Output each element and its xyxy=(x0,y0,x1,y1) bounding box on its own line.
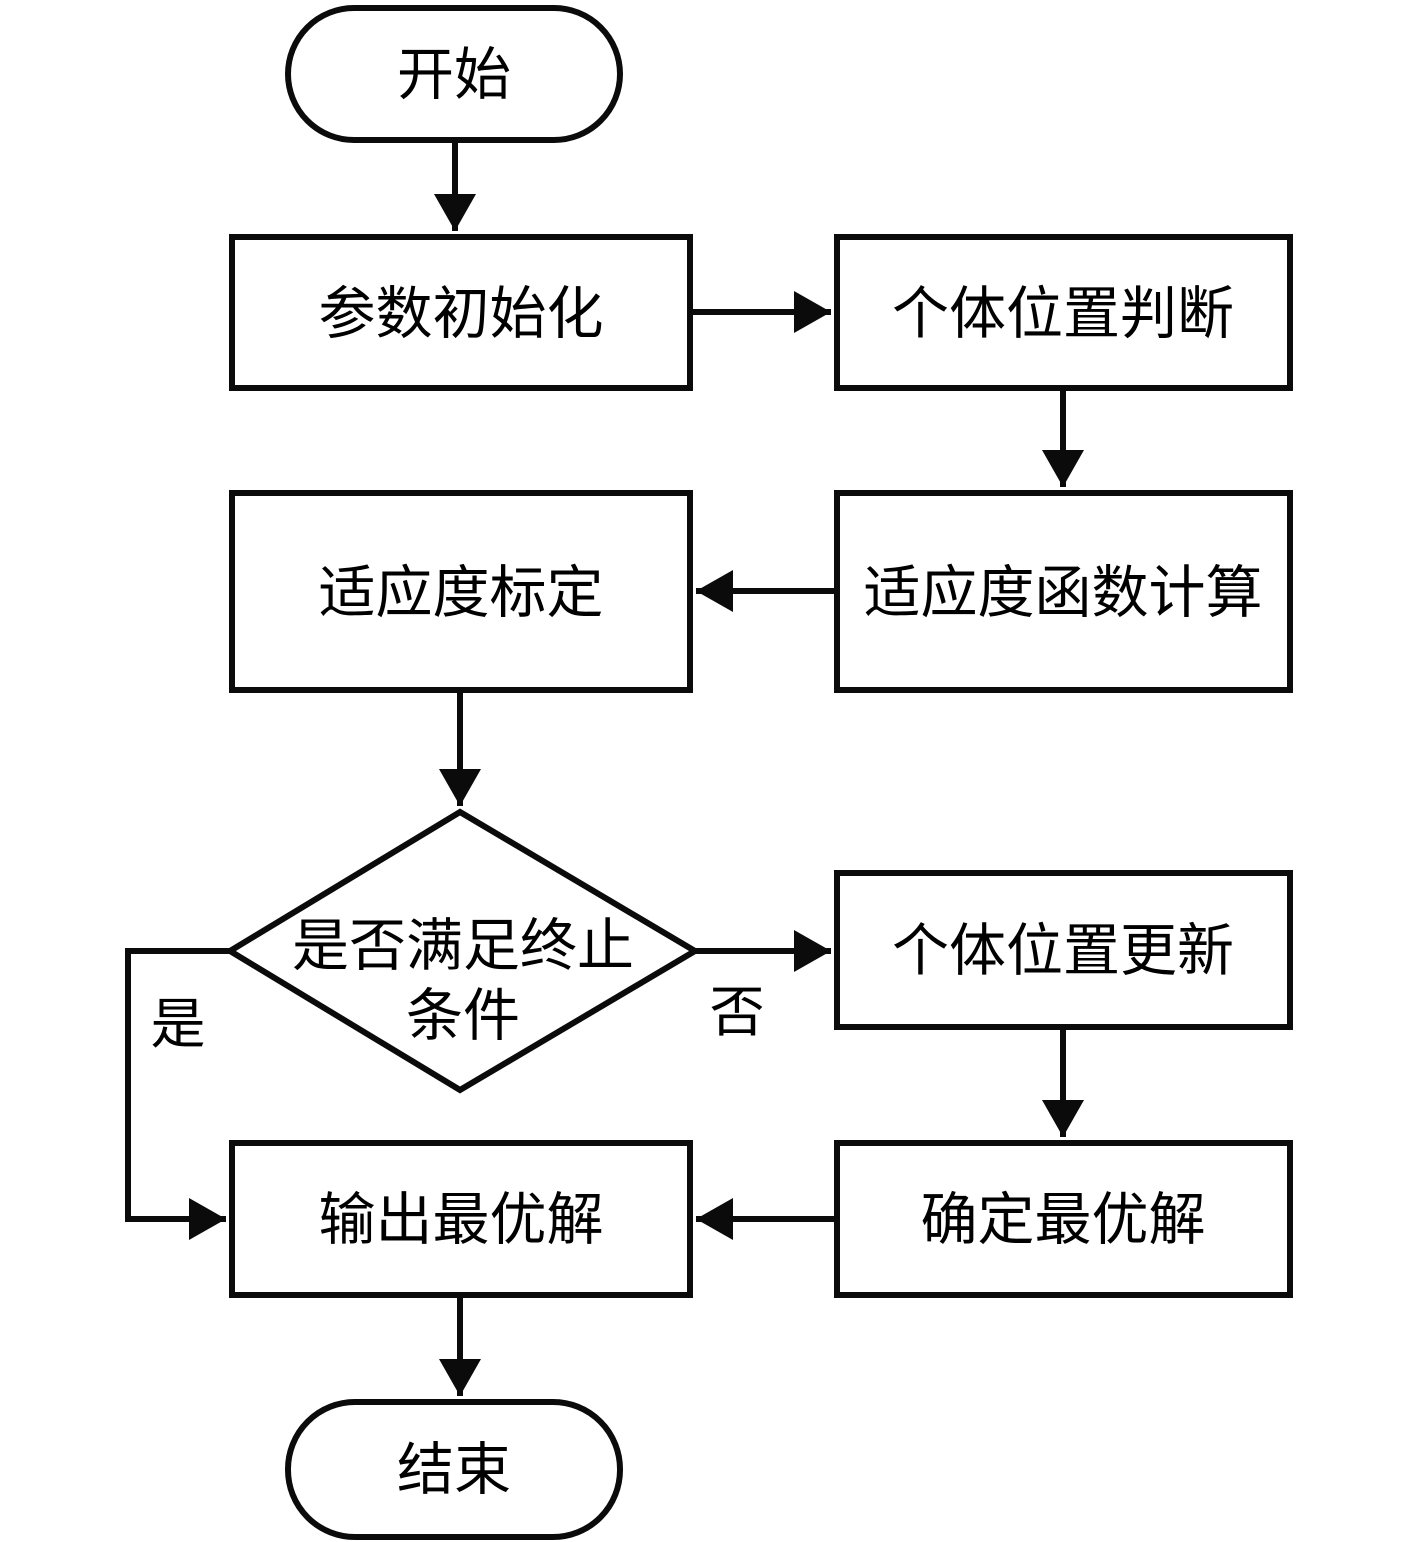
end-terminator-shape xyxy=(285,1399,623,1540)
edge-decision-yes-to-output-best xyxy=(125,948,230,1240)
param-init-label: 参数初始化 xyxy=(319,281,604,347)
fitness-calc-label: 适应度函数计算 xyxy=(864,560,1263,626)
decision-label-line2: 条件 xyxy=(406,983,520,1049)
output-best-label: 输出最优解 xyxy=(319,1187,604,1253)
position-judge-label: 个体位置判断 xyxy=(892,281,1234,347)
fitness-calib-label: 适应度标定 xyxy=(319,560,604,626)
decision-label-line1: 是否满足终止 xyxy=(292,913,634,979)
edges xyxy=(125,140,1084,1396)
output-best-process-shape xyxy=(229,1140,693,1298)
node-determine-best: 确定最优解 xyxy=(834,1140,1293,1298)
fitness-calib-process-shape xyxy=(229,490,693,693)
node-end: 结束 xyxy=(285,1399,623,1540)
node-position-judge: 个体位置判断 xyxy=(834,234,1293,391)
decision-diamond-shape xyxy=(224,808,701,1094)
param-init-process-shape xyxy=(229,234,693,391)
start-terminator-shape xyxy=(285,5,623,143)
node-param-init: 参数初始化 xyxy=(229,234,693,391)
fitness-calc-process-shape xyxy=(834,490,1293,693)
end-label: 结束 xyxy=(397,1437,511,1503)
node-position-update: 个体位置更新 xyxy=(834,870,1293,1030)
position-update-process-shape xyxy=(834,870,1293,1030)
start-label: 开始 xyxy=(397,42,511,108)
determine-best-process-shape xyxy=(834,1140,1293,1298)
position-judge-process-shape xyxy=(834,234,1293,391)
node-fitness-calib: 适应度标定 xyxy=(229,490,693,693)
node-output-best: 输出最优解 xyxy=(229,1140,693,1298)
branch-label-no: 否 xyxy=(709,980,764,1044)
node-start: 开始 xyxy=(285,5,623,143)
determine-best-label: 确定最优解 xyxy=(921,1187,1206,1253)
node-fitness-calc: 适应度函数计算 xyxy=(834,490,1293,693)
position-update-label: 个体位置更新 xyxy=(892,918,1234,984)
branch-label-yes: 是 xyxy=(150,992,205,1056)
node-decision: 是否满足终止 条件 xyxy=(224,808,701,1094)
